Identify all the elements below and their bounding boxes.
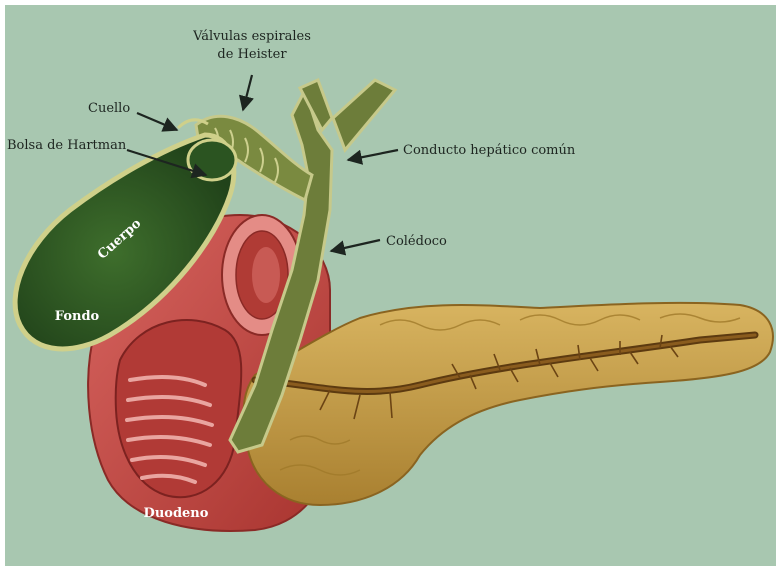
label-coledoco: Colédoco [386,234,447,249]
label-duodeno: Duodeno [144,506,209,521]
label-cuello: Cuello [88,101,130,116]
label-conducto-hepatico: Conducto hepático común [403,143,576,158]
label-valvulas-line1: Válvulas espirales [192,29,311,44]
label-valvulas-line2: de Heister [217,47,287,62]
label-bolsa-hartman: Bolsa de Hartman [7,138,127,153]
label-fondo: Fondo [55,309,100,324]
